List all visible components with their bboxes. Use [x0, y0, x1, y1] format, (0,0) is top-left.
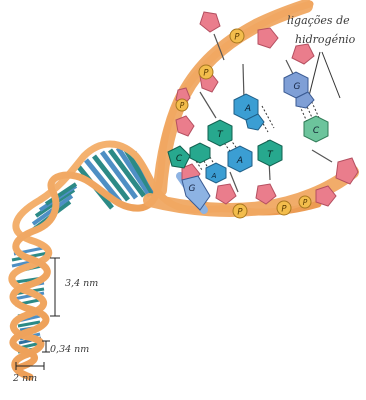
- base-guanine-top: G: [284, 72, 314, 108]
- base-cytosine-right: C: [304, 116, 328, 142]
- svg-text:P: P: [281, 205, 287, 215]
- phosphate-3: P: [176, 99, 188, 111]
- base-adenine-upper: A: [234, 94, 264, 130]
- sugar-6: [216, 184, 236, 204]
- phosphate-6: P: [299, 196, 311, 208]
- hydrogen-bonds-label-line2: hidrogénio: [295, 33, 355, 46]
- pitch-measurement-label: 3,4 nm: [65, 278, 98, 289]
- base-adenine-lower: A: [228, 146, 252, 172]
- sugar-10: [292, 44, 314, 64]
- phosphate-4: P: [233, 204, 247, 218]
- base-thymine-right: T: [258, 140, 282, 166]
- svg-text:C: C: [313, 126, 320, 136]
- svg-text:P: P: [180, 101, 185, 110]
- sugar-1: [200, 12, 220, 32]
- svg-text:C: C: [176, 154, 183, 164]
- base-small-green: [190, 143, 210, 163]
- base-small-blue: A: [206, 163, 226, 183]
- phosphate-2: P: [199, 65, 213, 79]
- svg-text:G: G: [294, 82, 301, 92]
- sugar-2: [258, 28, 278, 48]
- svg-text:P: P: [234, 33, 240, 43]
- svg-text:A: A: [236, 156, 243, 166]
- svg-text:A: A: [244, 104, 251, 114]
- svg-text:P: P: [303, 198, 308, 207]
- diameter-measurement-label: 2 nm: [13, 373, 37, 384]
- hydrogen-bonds-label-line1: ligações de: [287, 14, 350, 27]
- svg-text:A: A: [211, 172, 217, 180]
- svg-text:P: P: [237, 208, 243, 218]
- base-thymine-left: T: [208, 120, 232, 146]
- phosphate-1: P: [230, 29, 244, 43]
- label-pointers: [308, 52, 340, 100]
- base-spacing-measurement-label: 0,34 nm: [50, 344, 89, 355]
- sugar-4: [176, 116, 194, 136]
- phosphate-5: P: [277, 201, 291, 215]
- svg-text:P: P: [203, 69, 209, 79]
- svg-text:G: G: [189, 184, 196, 194]
